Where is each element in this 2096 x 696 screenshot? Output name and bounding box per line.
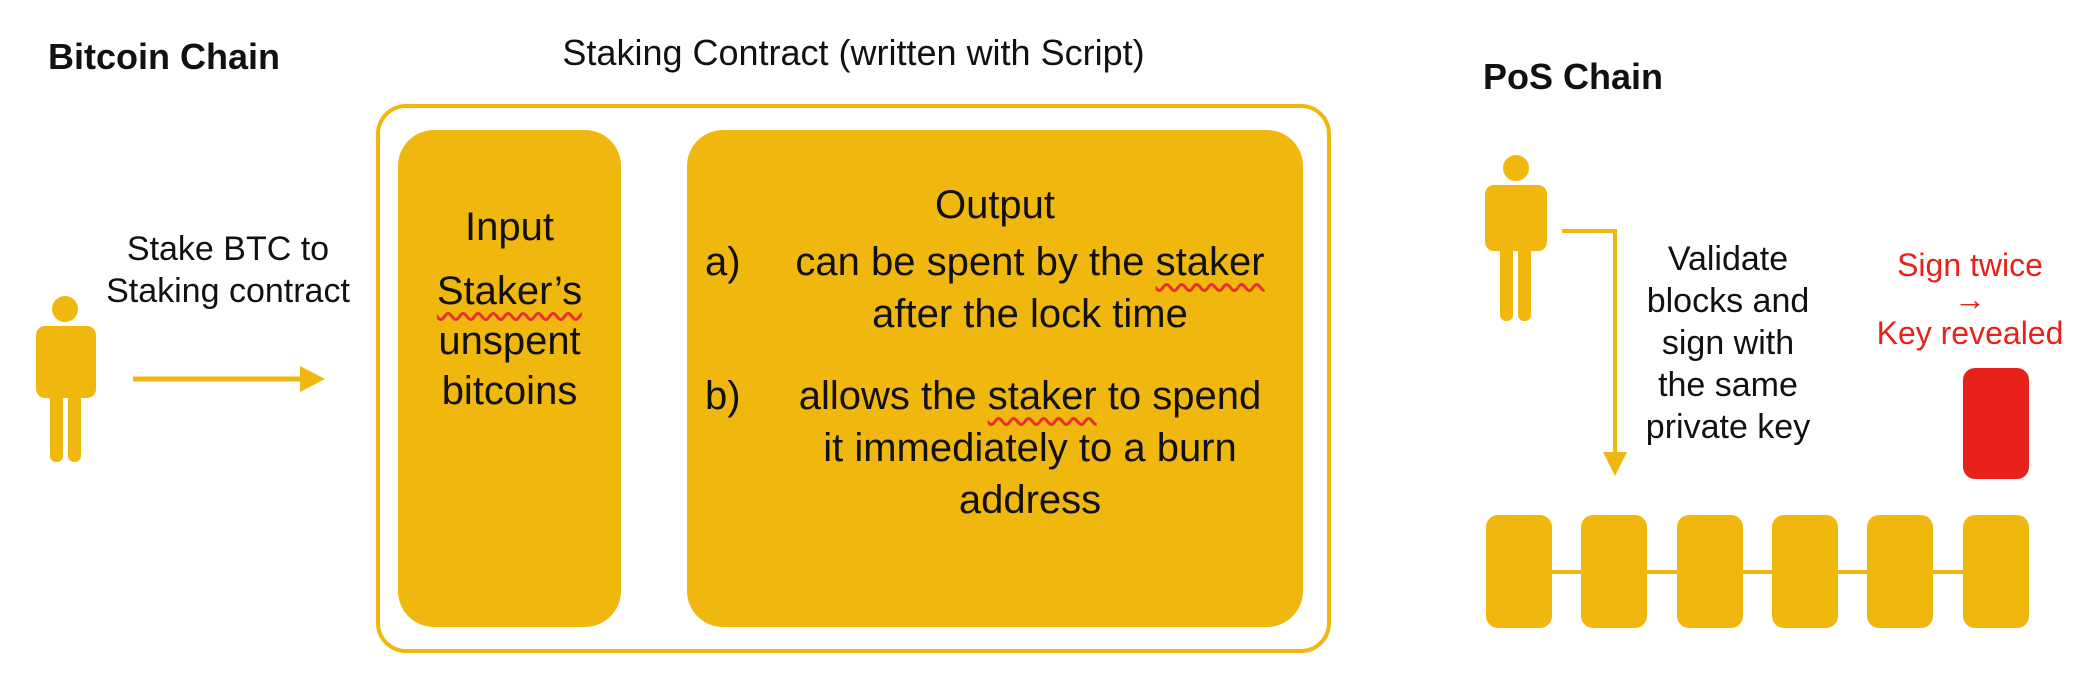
option-b-line1-post: to spend (1096, 374, 1262, 418)
output-options: a) can be spent by the staker after the … (687, 236, 1303, 526)
staking-contract-title: Staking Contract (written with Script) (562, 32, 1145, 73)
option-a-line1-pre: can be spent by the (795, 240, 1156, 284)
pos-chain-title: PoS Chain (1483, 56, 1664, 97)
stake-label: Stake BTC to Staking contract (92, 228, 364, 312)
option-b-staker-word: staker (987, 374, 1097, 418)
stake-label-line2: Staking contract (106, 272, 350, 310)
pos-block-4 (1772, 515, 1838, 628)
input-text: Staker’s unspent bitcoins (398, 266, 621, 416)
output-heading: Output (934, 183, 1056, 227)
sign-twice-label: Sign twice → Key revealed (1864, 248, 2076, 350)
input-heading: Input (465, 205, 554, 249)
option-b-line3: address (958, 478, 1102, 522)
key-revealed-text: Key revealed (1876, 315, 2064, 351)
sign-twice-text: Sign twice (1897, 247, 2043, 283)
validate-label: Validate blocks and sign with the same p… (1612, 238, 1844, 448)
input-line2: unspent (438, 319, 581, 363)
stake-label-line1: Stake BTC to (126, 230, 330, 268)
pos-block-6 (1963, 515, 2029, 628)
staking-contract-frame (376, 104, 1331, 653)
input-panel: Input Staker’s unspent bitcoins (398, 130, 621, 627)
option-a-letter: a) (705, 240, 741, 284)
option-a-line2: after the lock time (872, 292, 1188, 336)
arrow-down-icon (1562, 229, 1627, 476)
validate-line-2: blocks and (1646, 282, 1810, 320)
option-b: b) allows the staker to spend it immedia… (705, 370, 1285, 526)
option-b-letter: b) (705, 374, 741, 418)
pos-block-3 (1677, 515, 1743, 628)
conflicting-block (1963, 368, 2029, 479)
validate-line-3: sign with (1661, 324, 1795, 362)
output-panel: Output a) can be spent by the staker aft… (687, 130, 1303, 627)
pos-block-5 (1867, 515, 1933, 628)
sign-twice-arrow: → (1954, 281, 1986, 317)
input-line3: bitcoins (441, 369, 578, 413)
option-b-line2: it immediately to a burn (823, 426, 1237, 470)
arrow-right-icon (133, 366, 325, 392)
bitcoin-chain-title: Bitcoin Chain (48, 36, 280, 77)
person-icon (36, 296, 96, 462)
pos-block-1 (1486, 515, 1552, 628)
person-icon (1485, 155, 1547, 321)
option-a: a) can be spent by the staker after the … (705, 236, 1285, 340)
input-staker-word: Staker’s (436, 269, 583, 313)
option-a-text: can be spent by the staker after the loc… (775, 236, 1285, 340)
option-b-text: allows the staker to spend it immediatel… (775, 370, 1285, 526)
validate-line-1: Validate (1667, 240, 1789, 278)
validate-line-5: private key (1645, 408, 1811, 446)
pos-block-2 (1581, 515, 1647, 628)
option-b-line1-pre: allows the (798, 374, 988, 418)
validate-line-4: the same (1658, 366, 1798, 404)
option-a-staker-word: staker (1155, 240, 1265, 284)
